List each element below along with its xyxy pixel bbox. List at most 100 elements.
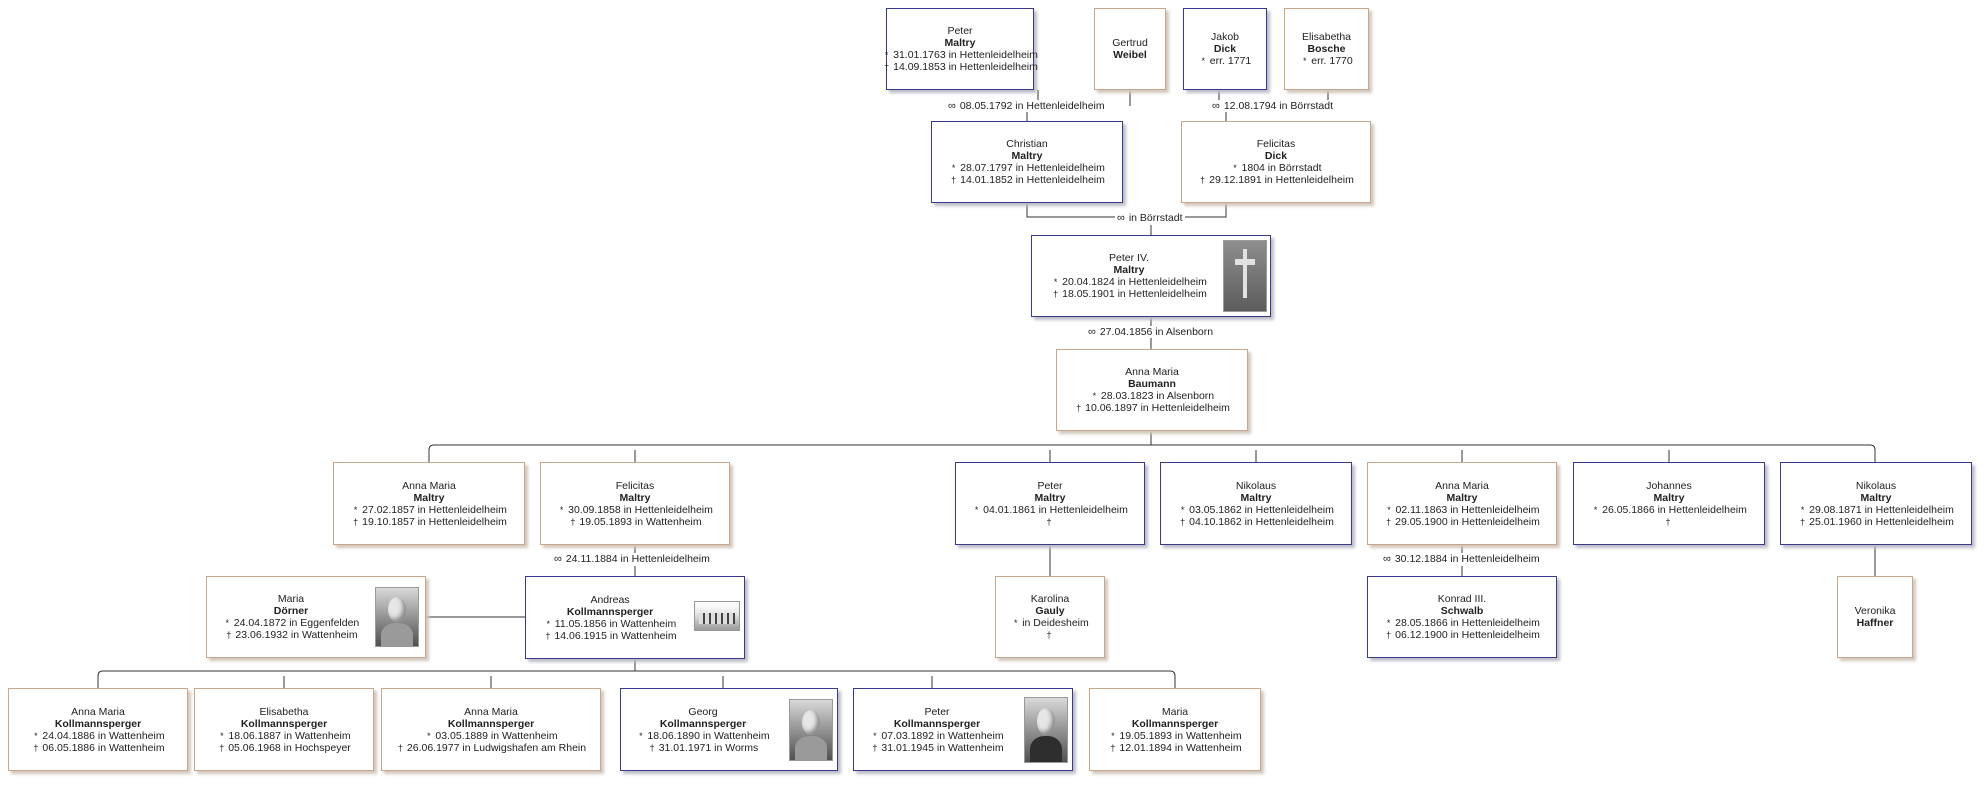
person-card[interactable]: Veronika Haffner bbox=[1837, 576, 1913, 658]
birth-date: 1804 in Börrstadt bbox=[1241, 162, 1322, 174]
surname: Bosche bbox=[1307, 43, 1346, 55]
person-card[interactable]: Peter Maltry *04.01.1861 in Hettenleidel… bbox=[955, 462, 1145, 545]
surname: Maltry bbox=[1653, 491, 1685, 504]
death-icon: † bbox=[1180, 516, 1186, 527]
death-icon: † bbox=[1800, 516, 1806, 527]
birth-event: *02.11.1863 in Hettenleidelheim bbox=[1385, 504, 1539, 516]
birth-event: *03.05.1862 in Hettenleidelheim bbox=[1178, 504, 1334, 516]
person-card[interactable]: Anna Maria Baumann *28.03.1823 in Alsenb… bbox=[1056, 349, 1248, 431]
birth-event: *29.08.1871 in Hettenleidelheim bbox=[1798, 504, 1954, 516]
surname: Gauly bbox=[1035, 605, 1065, 617]
surname: Maltry bbox=[1446, 491, 1478, 504]
person-card[interactable]: Jakob Dick *err. 1771 bbox=[1183, 8, 1267, 90]
person-card[interactable]: Peter Maltry *31.01.1763 in Hettenleidel… bbox=[884, 8, 1038, 90]
person-card[interactable]: Andreas Kollmannsperger *11.05.1856 in W… bbox=[525, 576, 745, 659]
birth-icon: * bbox=[639, 730, 643, 741]
birth-icon: * bbox=[1800, 504, 1805, 515]
portrait-photo[interactable] bbox=[375, 587, 419, 647]
portrait-photo[interactable] bbox=[1024, 697, 1068, 763]
birth-date: 30.09.1858 in Hettenleidelheim bbox=[568, 503, 713, 516]
birth-icon: * bbox=[974, 504, 979, 515]
birth-date: 28.07.1797 in Hettenleidelheim bbox=[960, 162, 1105, 174]
person-card[interactable]: Georg Kollmannsperger *18.06.1890 in Wat… bbox=[620, 688, 838, 771]
portrait-photo[interactable] bbox=[789, 699, 833, 761]
person-card[interactable]: Elisabetha Kollmannsperger *18.06.1887 i… bbox=[194, 688, 374, 771]
birth-icon: * bbox=[353, 504, 358, 515]
birth-event: * 24.04.1886 in Wattenheim bbox=[31, 730, 164, 742]
birth-event: *27.02.1857 in Hettenleidelheim bbox=[351, 504, 507, 516]
birth-icon: * bbox=[1180, 504, 1185, 515]
surname: Kollmannsperger bbox=[54, 717, 142, 730]
given-name: Christian bbox=[1006, 138, 1048, 150]
person-card[interactable]: Christian Maltry *28.07.1797 in Hettenle… bbox=[931, 121, 1123, 203]
birth-date: 18.06.1887 in Wattenheim bbox=[228, 729, 351, 742]
marriage-label: ∞30.12.1884 in Hettenleidelheim bbox=[1381, 553, 1542, 565]
person-card[interactable]: Felicitas Dick *1804 in Börrstadt †29.12… bbox=[1181, 121, 1371, 203]
birth-icon: * bbox=[1386, 618, 1391, 628]
death-icon: † bbox=[226, 630, 232, 640]
death-icon: † bbox=[1665, 516, 1671, 527]
person-card[interactable]: Felicitas Maltry *30.09.1858 in Hettenle… bbox=[540, 462, 730, 545]
death-date: 04.10.1862 in Hettenleidelheim bbox=[1189, 515, 1334, 528]
birth-icon: * bbox=[1053, 277, 1058, 287]
birth-event: *07.03.1892 in Wattenheim bbox=[870, 730, 1003, 742]
surname: Kollmannsperger bbox=[893, 717, 981, 730]
person-card[interactable]: Johannes Maltry *26.05.1866 in Hettenlei… bbox=[1573, 462, 1765, 545]
death-icon: † bbox=[1386, 516, 1392, 527]
death-date: 31.01.1945 in Wattenheim bbox=[881, 741, 1004, 754]
birth-icon: * bbox=[1092, 391, 1097, 401]
death-event: † bbox=[1045, 516, 1056, 528]
death-date: 23.06.1932 in Wattenheim bbox=[235, 629, 358, 641]
person-card[interactable]: Karolina Gauly *in Deidesheim † bbox=[995, 576, 1105, 658]
death-icon: † bbox=[872, 742, 878, 753]
death-event: †25.01.1960 in Hettenleidelheim bbox=[1798, 516, 1954, 528]
surname: Dick bbox=[1264, 150, 1288, 162]
person-card[interactable]: Nikolaus Maltry *29.08.1871 in Hettenlei… bbox=[1780, 462, 1972, 545]
surname: Schwalb bbox=[1440, 605, 1484, 617]
birth-date: 19.05.1893 in Wattenheim bbox=[1119, 729, 1242, 742]
person-card[interactable]: Maria Dörner *24.04.1872 in Eggenfelden … bbox=[206, 576, 426, 658]
birth-date: 28.05.1866 in Hettenleidelheim bbox=[1395, 617, 1540, 629]
person-card[interactable]: Anna Maria Kollmannsperger *03.05.1889 i… bbox=[381, 688, 601, 771]
person-card[interactable]: Elisabetha Bosche *err. 1770 bbox=[1284, 8, 1369, 90]
person-card[interactable]: Maria Kollmannsperger *19.05.1893 in Wat… bbox=[1089, 688, 1261, 771]
house-photo[interactable] bbox=[694, 601, 740, 631]
birth-date: 24.04.1886 in Wattenheim bbox=[42, 729, 165, 742]
birth-date: 07.03.1892 in Wattenheim bbox=[881, 729, 1004, 742]
birth-event: *err. 1771 bbox=[1199, 55, 1252, 67]
death-event: †14.01.1852 in Hettenleidelheim bbox=[949, 174, 1105, 186]
person-card[interactable]: Anna Maria Maltry *02.11.1863 in Hettenl… bbox=[1367, 462, 1557, 545]
birth-date: 31.01.1763 in Hettenleidelheim bbox=[893, 49, 1038, 61]
death-icon: † bbox=[397, 742, 403, 753]
person-card[interactable]: Gertrud Weibel bbox=[1094, 8, 1166, 90]
surname: Kollmannsperger bbox=[240, 717, 328, 730]
given-name: Elisabetha bbox=[259, 705, 309, 718]
marriage-icon: ∞ bbox=[554, 553, 562, 565]
surname: Haffner bbox=[1856, 617, 1894, 629]
death-event: †04.10.1862 in Hettenleidelheim bbox=[1178, 516, 1334, 528]
birth-event: *03.05.1889 in Wattenheim bbox=[424, 730, 557, 742]
given-name: Karolina bbox=[1030, 593, 1070, 605]
person-card[interactable]: Nikolaus Maltry *03.05.1862 in Hettenlei… bbox=[1160, 462, 1352, 545]
birth-icon: * bbox=[1387, 504, 1391, 515]
gravestone-photo[interactable] bbox=[1223, 240, 1267, 312]
birth-icon: * bbox=[1013, 618, 1018, 628]
birth-date: 24.04.1872 in Eggenfelden bbox=[233, 617, 360, 629]
birth-icon: * bbox=[34, 730, 38, 741]
person-card[interactable]: Peter Kollmannsperger *07.03.1892 in Wat… bbox=[853, 688, 1073, 771]
surname: Kollmannsperger bbox=[659, 717, 747, 730]
given-name: Felicitas bbox=[1256, 138, 1296, 150]
person-card[interactable]: Anna Maria Maltry *27.02.1857 in Hettenl… bbox=[333, 462, 525, 545]
death-event: †14.09.1853 in Hettenleidelheim bbox=[882, 61, 1038, 73]
person-card[interactable]: Konrad III. Schwalb *28.05.1866 in Hette… bbox=[1367, 576, 1557, 658]
death-event: †29.12.1891 in Hettenleidelheim bbox=[1198, 174, 1354, 186]
birth-date: err. 1771 bbox=[1209, 55, 1252, 67]
death-date: 19.05.1893 in Wattenheim bbox=[579, 515, 702, 528]
death-event: †19.10.1857 in Hettenleidelheim bbox=[351, 516, 507, 528]
person-card[interactable]: Anna Maria Kollmannsperger *24.04.1886 i… bbox=[8, 688, 188, 771]
death-date: 26.06.1977 in Ludwigshafen am Rhein bbox=[406, 741, 587, 754]
birth-date: 28.03.1823 in Alsenborn bbox=[1100, 390, 1215, 402]
person-card[interactable]: Peter IV. Maltry *20.04.1824 in Hettenle… bbox=[1031, 235, 1271, 317]
birth-event: *19.05.1893 in Wattenheim bbox=[1108, 730, 1241, 742]
given-name: Jakob bbox=[1210, 31, 1240, 43]
